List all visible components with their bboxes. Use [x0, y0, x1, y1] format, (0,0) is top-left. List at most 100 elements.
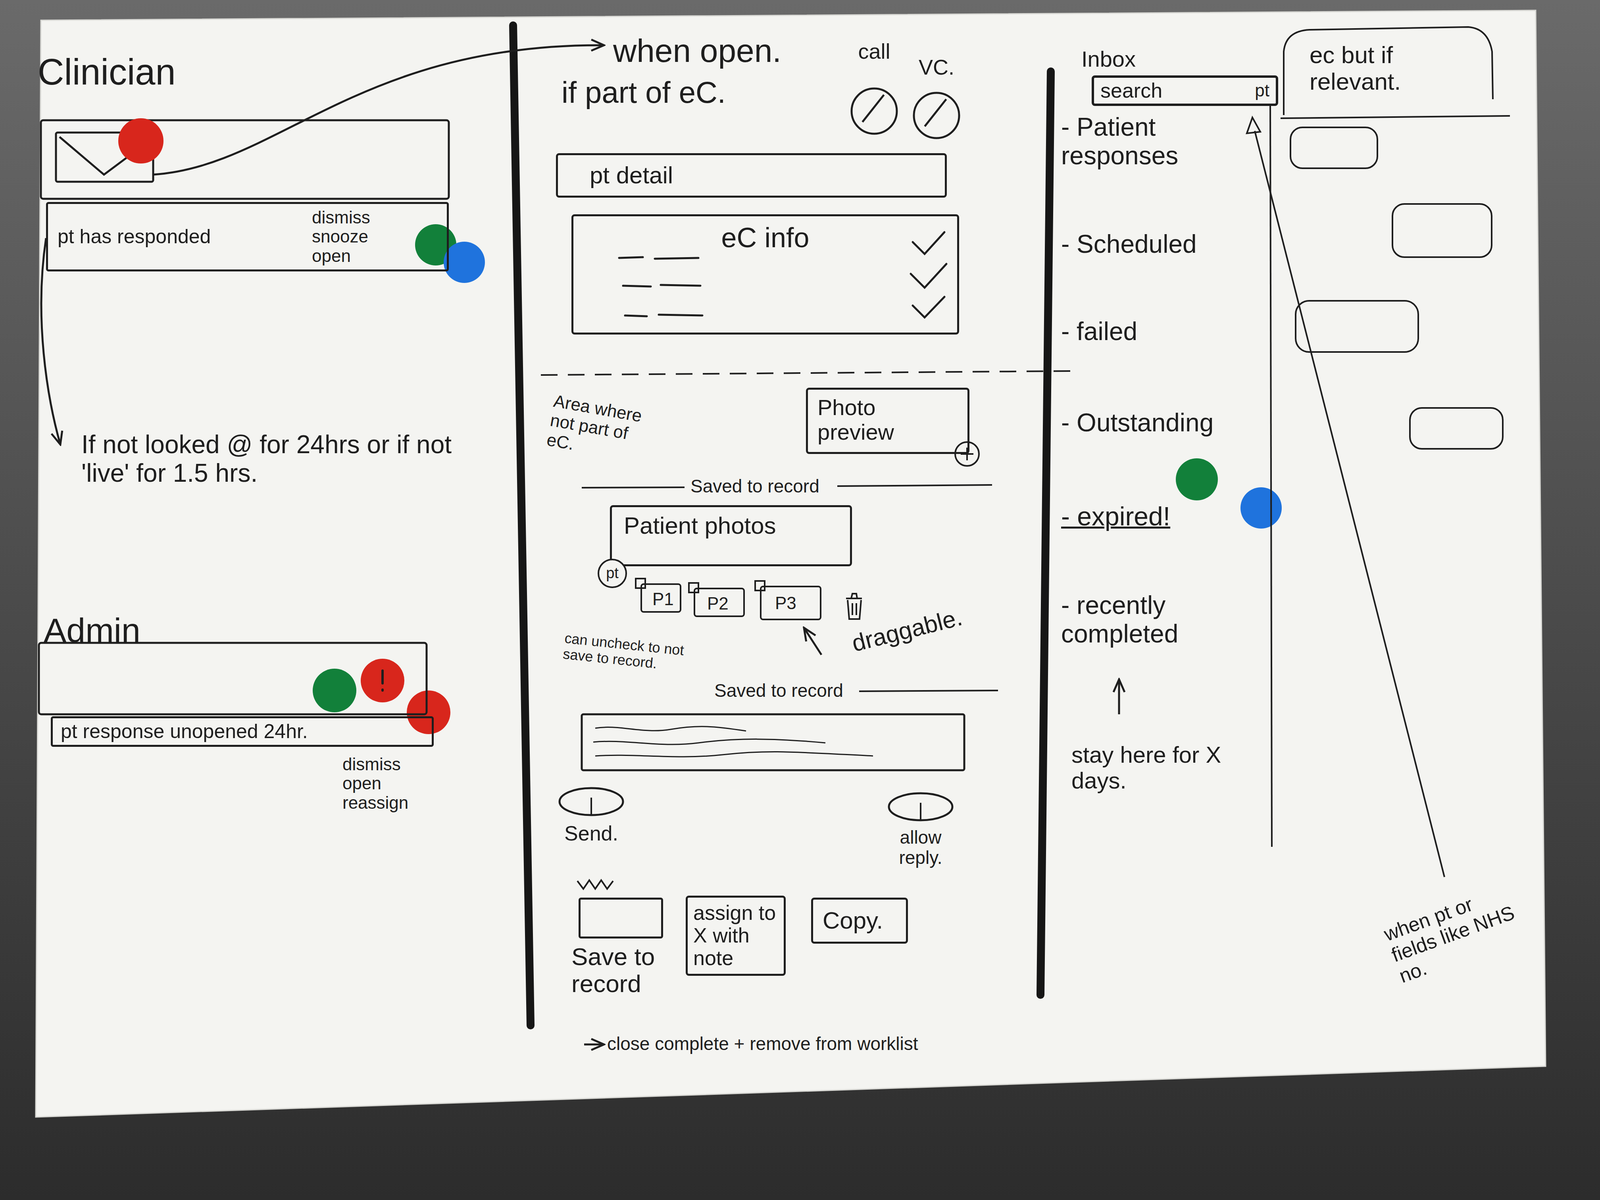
clinician-panel [40, 120, 449, 199]
alert-mark [381, 670, 384, 684]
reply-toggle: allow reply. [876, 791, 965, 868]
message-field [581, 714, 965, 771]
result-panel [1392, 203, 1492, 258]
photo-thumb: P2 [693, 587, 745, 618]
action-note: close complete + remove from worklist [607, 1033, 1004, 1055]
message-field [581, 714, 965, 771]
leader-line [1246, 117, 1445, 877]
admin-panel [38, 642, 427, 715]
add-icon [955, 442, 979, 466]
oval-tick [919, 802, 922, 821]
status-text: pt response unopened 24hr. [60, 720, 424, 743]
trash-icon [846, 593, 862, 599]
node-text: Patient photos [623, 512, 777, 539]
status-text: pt has responded [57, 225, 211, 248]
round-button [912, 91, 961, 140]
node-text: assign to X with note [693, 901, 779, 970]
trash-icon [846, 593, 862, 620]
panel-note: ec but if relevant. [1309, 41, 1481, 95]
role-heading: Admin [43, 611, 243, 650]
search-box: search pt [1091, 75, 1279, 106]
copy-button: Copy. [811, 897, 908, 944]
alert-mark [381, 689, 384, 691]
node-text: pt [605, 565, 619, 582]
button-outline [851, 88, 897, 134]
result-panel [1270, 26, 1510, 847]
oval-outline [559, 788, 624, 816]
result-panel [1283, 26, 1493, 116]
alert-bar: pt response unopened 24hr.dismiss open r… [50, 716, 434, 813]
notification-bar: pt has respondeddismiss snooze open [46, 201, 449, 272]
message-field [595, 751, 874, 758]
retention-note: stay here for X days. [1071, 742, 1223, 794]
scribble-mark [577, 880, 614, 889]
inbox-item: - Patient responses [1061, 113, 1236, 170]
sticker-dot [312, 668, 357, 713]
add-icon [960, 447, 974, 461]
node-text: P2 [707, 594, 729, 614]
result-panel [1290, 127, 1378, 169]
sticker-dot [1175, 458, 1218, 501]
photo-thumb: P3 [759, 585, 822, 621]
inbox-heading: Inbox [1081, 46, 1201, 72]
result-panel [1295, 300, 1419, 352]
sticker-dot [118, 118, 164, 164]
section-rule [859, 690, 999, 692]
message-field [595, 726, 747, 731]
scribble-mark [577, 880, 614, 889]
sticker-dot [1240, 487, 1282, 529]
photos-box: Patient photos [609, 505, 852, 567]
check-list [910, 263, 947, 288]
button-label: Send. [564, 822, 619, 845]
save-button: Save to record [571, 897, 667, 998]
clinician-panel [40, 120, 449, 199]
button-label: call [857, 39, 891, 64]
message-field [593, 739, 826, 745]
patient-badge: pt [597, 558, 628, 589]
check-list [623, 284, 701, 287]
node-text: search [1100, 79, 1163, 102]
section-label: Saved to record [714, 680, 858, 702]
button-label: allow reply. [876, 827, 965, 868]
photo-preview: Photo preview [805, 387, 970, 454]
check-stroke [862, 94, 884, 122]
oval-outline [888, 793, 953, 821]
trash-icon [852, 603, 857, 616]
admin-panel [38, 642, 427, 715]
vc-button: VC. [906, 55, 967, 140]
section-rule [581, 487, 685, 488]
add-icon [955, 442, 979, 466]
alert-mark [381, 670, 384, 691]
sticker-dot [360, 658, 405, 703]
check-list [625, 314, 703, 317]
result-panel [1280, 115, 1510, 119]
node-text: pt detail [589, 162, 674, 189]
role-heading: Clinician [37, 51, 276, 93]
screen-heading: when open. [613, 32, 860, 70]
section-label: Saved to record [690, 476, 834, 497]
section-divider [540, 371, 1072, 375]
leader-line [1246, 117, 1261, 134]
node-text: pt [1254, 80, 1270, 100]
call-button: call [844, 39, 904, 136]
alert-strip: pt response unopened 24hr. [50, 716, 434, 747]
result-panel [1270, 103, 1272, 847]
trash-icon [847, 600, 862, 620]
check-list [912, 232, 945, 254]
sticker-dot [443, 241, 485, 283]
section-rule [837, 484, 993, 487]
column-divider [513, 25, 531, 1026]
result-panel [1409, 407, 1503, 449]
check-list [619, 257, 699, 259]
inbox-item: - Outstanding [1061, 408, 1260, 438]
flow-arrow [41, 45, 1120, 1045]
send-button: Send. [555, 786, 627, 845]
flow-arrow [1118, 679, 1121, 715]
assign-button: assign to X with note [685, 895, 786, 976]
info-box: eC info [571, 214, 960, 335]
flow-arrow [153, 45, 604, 175]
